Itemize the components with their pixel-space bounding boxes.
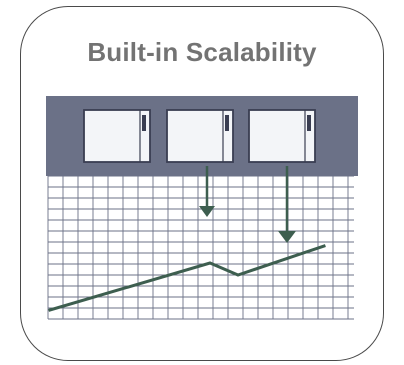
server-box-icon — [166, 109, 234, 163]
down-arrow-icon — [199, 166, 215, 217]
down-arrow-icon — [278, 166, 296, 243]
grid-lines — [47, 175, 354, 320]
card-title: Built-in Scalability — [87, 37, 317, 67]
server-box-icon — [248, 109, 316, 163]
growth-trend-line — [48, 244, 326, 312]
scalability-illustration — [46, 96, 358, 320]
server-box-icon — [83, 109, 151, 163]
